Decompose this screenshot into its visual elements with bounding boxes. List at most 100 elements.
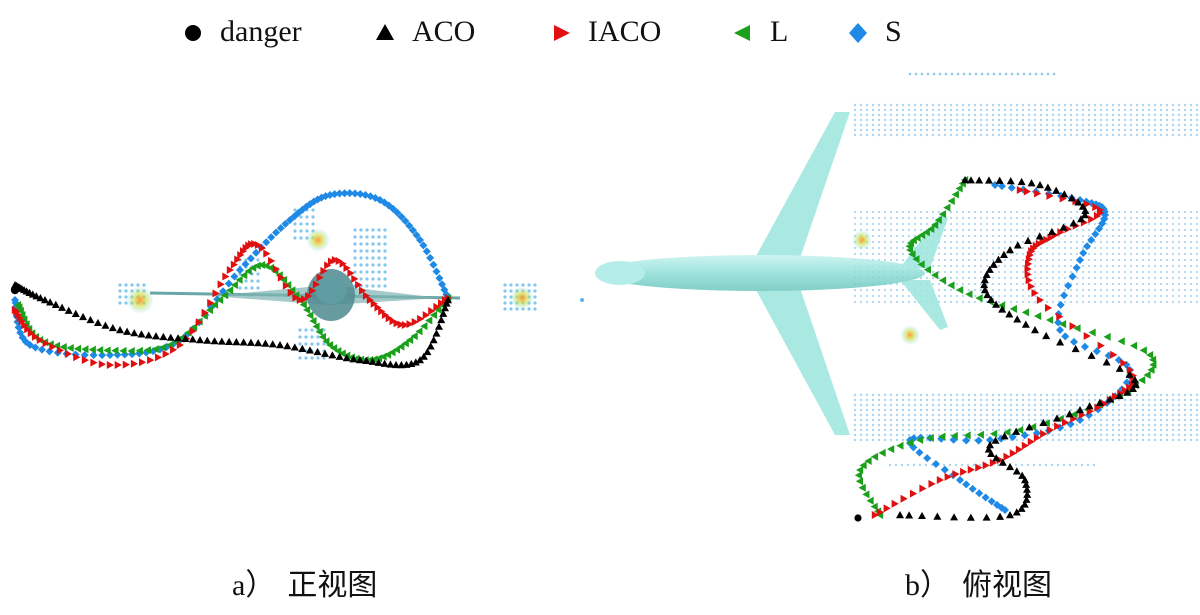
- danger-point: [1004, 72, 1008, 76]
- danger-point: [1129, 433, 1133, 437]
- danger-point: [979, 393, 983, 397]
- danger-point: [1183, 398, 1187, 402]
- danger-point: [1111, 222, 1115, 226]
- danger-point: [943, 128, 947, 132]
- danger-point: [997, 428, 1001, 432]
- danger-point: [1111, 408, 1115, 412]
- path-aco-top-point: [995, 176, 1004, 184]
- danger-point: [1141, 228, 1145, 232]
- danger-point: [1183, 276, 1187, 280]
- danger-point: [967, 123, 971, 127]
- path-s-front-point: [38, 345, 46, 354]
- danger-point: [1027, 216, 1031, 220]
- danger-point: [1165, 228, 1169, 232]
- danger-point: [955, 276, 959, 280]
- danger-point: [871, 103, 875, 107]
- danger-point: [1141, 128, 1145, 132]
- path-iaco-top-point: [1025, 276, 1033, 285]
- danger-point: [901, 103, 905, 107]
- danger-point: [926, 72, 930, 76]
- danger-point: [1141, 123, 1145, 127]
- path-aco-top-point: [1031, 326, 1039, 334]
- danger-point: [889, 210, 893, 214]
- danger-point: [895, 288, 899, 292]
- danger-point: [979, 403, 983, 407]
- danger-point: [925, 413, 929, 417]
- danger-point: [1057, 282, 1061, 286]
- danger-point: [895, 282, 899, 286]
- danger-point: [871, 294, 875, 298]
- danger-point: [907, 113, 911, 117]
- danger-point: [1033, 103, 1037, 107]
- danger-point: [991, 123, 995, 127]
- danger-point: [1117, 113, 1121, 117]
- danger-point: [943, 428, 947, 432]
- danger-point: [955, 264, 959, 268]
- danger-point: [256, 272, 260, 276]
- danger-point: [895, 103, 899, 107]
- danger-point: [955, 428, 959, 432]
- danger-point: [1045, 398, 1049, 402]
- danger-point: [1015, 252, 1019, 256]
- danger-point: [311, 222, 315, 226]
- danger-point: [877, 413, 881, 417]
- path-aco-front-point: [36, 294, 45, 302]
- danger-point: [1123, 210, 1127, 214]
- danger-point: [1051, 393, 1055, 397]
- path-s-top-point: [1060, 291, 1069, 300]
- danger-point: [991, 418, 995, 422]
- path-iaco-front-point: [282, 281, 290, 290]
- danger-point: [853, 128, 857, 132]
- danger-point: [853, 222, 857, 226]
- danger-point: [1105, 228, 1109, 232]
- danger-point: [1015, 276, 1019, 280]
- danger-point: [1051, 113, 1055, 117]
- danger-point: [1117, 118, 1121, 122]
- danger-point: [1093, 438, 1097, 442]
- danger-point: [907, 408, 911, 412]
- danger-point: [359, 263, 363, 267]
- danger-point: [1081, 128, 1085, 132]
- danger-point: [1015, 222, 1019, 226]
- danger-point: [1165, 264, 1169, 268]
- danger-point: [1003, 123, 1007, 127]
- danger-point: [1063, 264, 1067, 268]
- danger-point: [973, 413, 977, 417]
- danger-point: [1093, 133, 1097, 137]
- danger-point: [1123, 438, 1127, 442]
- danger-point: [1093, 418, 1097, 422]
- danger-point: [973, 276, 977, 280]
- path-s-front-point: [246, 254, 255, 263]
- danger-point: [244, 279, 248, 283]
- danger-point: [1093, 123, 1097, 127]
- path-aco-front-point: [426, 342, 435, 350]
- danger-point: [1183, 270, 1187, 274]
- path-s-top-point: [956, 476, 964, 484]
- danger-point: [1057, 433, 1061, 437]
- danger-point: [1021, 133, 1025, 137]
- danger-point: [1135, 108, 1139, 112]
- path-aco-top-point: [1012, 508, 1021, 516]
- path-aco-front-point: [51, 300, 60, 309]
- danger-point: [1033, 222, 1037, 226]
- danger-point: [1009, 234, 1013, 238]
- path-l-top-point: [862, 490, 870, 499]
- danger-point: [365, 263, 369, 267]
- danger-point: [853, 418, 857, 422]
- path-aco-top-point: [1006, 177, 1015, 185]
- path-s-top-point: [1076, 416, 1084, 424]
- danger-point: [907, 294, 911, 298]
- danger-point: [997, 294, 1001, 298]
- danger-point: [1147, 246, 1151, 250]
- path-iaco-front-point: [287, 288, 295, 297]
- danger-point: [901, 433, 905, 437]
- danger-point: [871, 398, 875, 402]
- danger-point: [883, 408, 887, 412]
- danger-point: [118, 283, 122, 287]
- danger-point: [943, 413, 947, 417]
- danger-point: [877, 423, 881, 427]
- danger-point: [997, 210, 1001, 214]
- danger-point: [883, 252, 887, 256]
- danger-point: [865, 228, 869, 232]
- danger-point: [937, 423, 941, 427]
